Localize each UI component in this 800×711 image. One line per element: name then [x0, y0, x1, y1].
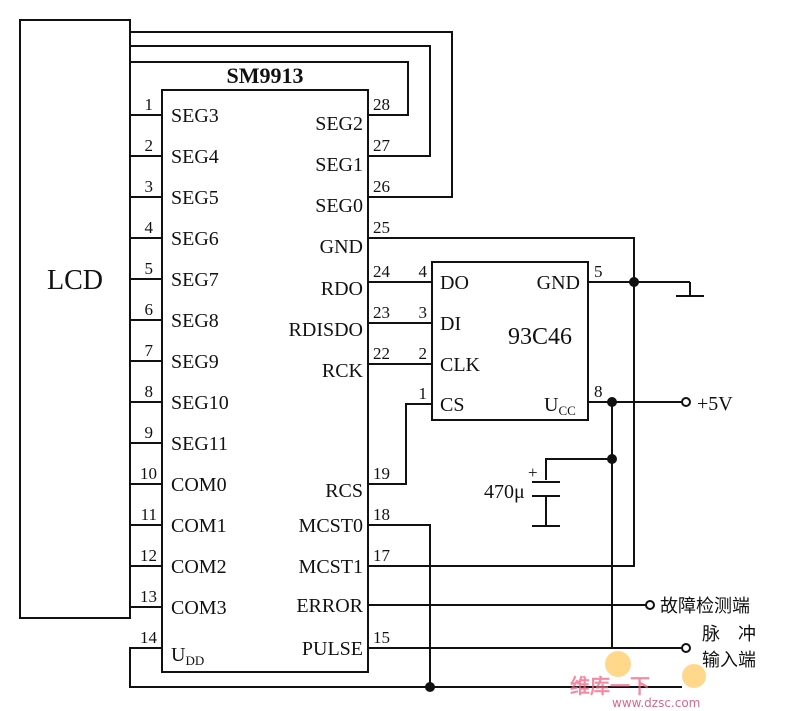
pin-label-rdisdo: RDISDO: [289, 319, 363, 341]
eeprom-chip: [431, 261, 589, 421]
pin-label-seg11: SEG11: [171, 433, 228, 455]
pin-label-seg1: SEG1: [315, 154, 363, 176]
pin-number-19: 19: [373, 464, 390, 483]
eeprom-pin-label-di: DI: [440, 313, 461, 335]
eeprom-pin-number-5: 5: [594, 262, 603, 281]
pin-number-25: 25: [373, 218, 390, 237]
pin-label-gnd: GND: [320, 236, 363, 258]
pin-label-seg4: SEG4: [171, 146, 219, 168]
pin-number-26: 26: [373, 177, 390, 196]
pin-label-error: ERROR: [296, 595, 363, 617]
pin-number-4: 4: [145, 218, 154, 237]
pin-number-3: 3: [145, 177, 154, 196]
pin-label-com2: COM2: [171, 556, 227, 578]
terminals: [645, 397, 691, 653]
pin-label-udd: UDD: [171, 644, 204, 668]
pin-number-6: 6: [145, 300, 154, 319]
pin-number-22: 22: [373, 344, 390, 363]
sm9913-chip: [161, 89, 369, 673]
pin-label-com1: COM1: [171, 515, 227, 537]
eeprom-pin-number-4: 4: [419, 262, 428, 281]
pin-number-14: 14: [140, 628, 158, 647]
junction-dots: [425, 277, 639, 692]
wiring: [129, 31, 704, 688]
pin-number-18: 18: [373, 505, 390, 524]
pin-number-8: 8: [145, 382, 154, 401]
eeprom-pin-number-1: 1: [419, 384, 428, 403]
pin-label-rck: RCK: [322, 360, 364, 382]
pin-number-7: 7: [145, 341, 154, 360]
pin-label-seg7: SEG7: [171, 269, 219, 291]
lcd-block: [19, 19, 131, 619]
pin-label-pulse: PULSE: [302, 638, 363, 660]
pin-number-10: 10: [140, 464, 157, 483]
pin-label-rcs: RCS: [325, 480, 363, 502]
pin-number-13: 13: [140, 587, 157, 606]
pin-label-seg6: SEG6: [171, 228, 219, 250]
pin-label-mcst1: MCST1: [299, 556, 363, 578]
pin-number-2: 2: [145, 136, 154, 155]
pin-label-seg0: SEG0: [315, 195, 363, 217]
eeprom-pin-label-cs: CS: [440, 394, 464, 416]
watermark-text: 维库一下: [570, 674, 650, 698]
eeprom-pin-number-2: 2: [419, 344, 428, 363]
pin-number-1: 1: [145, 95, 154, 114]
watermark: 维库一下 www.dzsc.com: [570, 651, 706, 710]
pin-label-seg3: SEG3: [171, 105, 219, 127]
pin-number-27: 27: [373, 136, 391, 155]
pin-number-15: 15: [373, 628, 390, 647]
pulse-label-line1: 脉 冲: [702, 624, 756, 645]
pin-number-23: 23: [373, 303, 390, 322]
eeprom-pin-label-clk: CLK: [440, 354, 481, 376]
pin-number-12: 12: [140, 546, 157, 565]
pin-label-seg10: SEG10: [171, 392, 229, 414]
eeprom-title: 93C46: [508, 324, 572, 350]
capacitor-polarity: +: [528, 463, 538, 482]
pin-label-com0: COM0: [171, 474, 227, 496]
pin-number-9: 9: [145, 423, 154, 442]
pin-label-seg9: SEG9: [171, 351, 219, 373]
pin-number-28: 28: [373, 95, 390, 114]
eeprom-pin-label-gnd: GND: [537, 272, 580, 294]
watermark-url: www.dzsc.com: [612, 696, 700, 710]
pin-number-17: 17: [373, 546, 391, 565]
eeprom-pin-label-ucc: UCC: [544, 394, 576, 418]
sm9913-title: SM9913: [227, 63, 304, 88]
supply-label: +5V: [697, 393, 733, 415]
pin-label-rdo: RDO: [321, 278, 363, 300]
pin-number-24: 24: [373, 262, 391, 281]
eeprom-pin-number-8: 8: [594, 382, 603, 401]
eeprom-pin-label-do: DO: [440, 272, 469, 294]
pin-number-11: 11: [141, 505, 157, 524]
capacitor-label: 470μ: [484, 481, 525, 503]
lcd-label: LCD: [47, 265, 103, 296]
error-detect-label: 故障检测端: [660, 596, 750, 617]
pulse-label-line2: 输入端: [702, 650, 756, 671]
pin-label-mcst0: MCST0: [299, 515, 363, 537]
pin-label-seg5: SEG5: [171, 187, 219, 209]
pin-number-5: 5: [145, 259, 154, 278]
pin-label-com3: COM3: [171, 597, 227, 619]
pin-label-seg8: SEG8: [171, 310, 219, 332]
eeprom-pin-number-3: 3: [419, 303, 428, 322]
pin-label-seg2: SEG2: [315, 113, 363, 135]
